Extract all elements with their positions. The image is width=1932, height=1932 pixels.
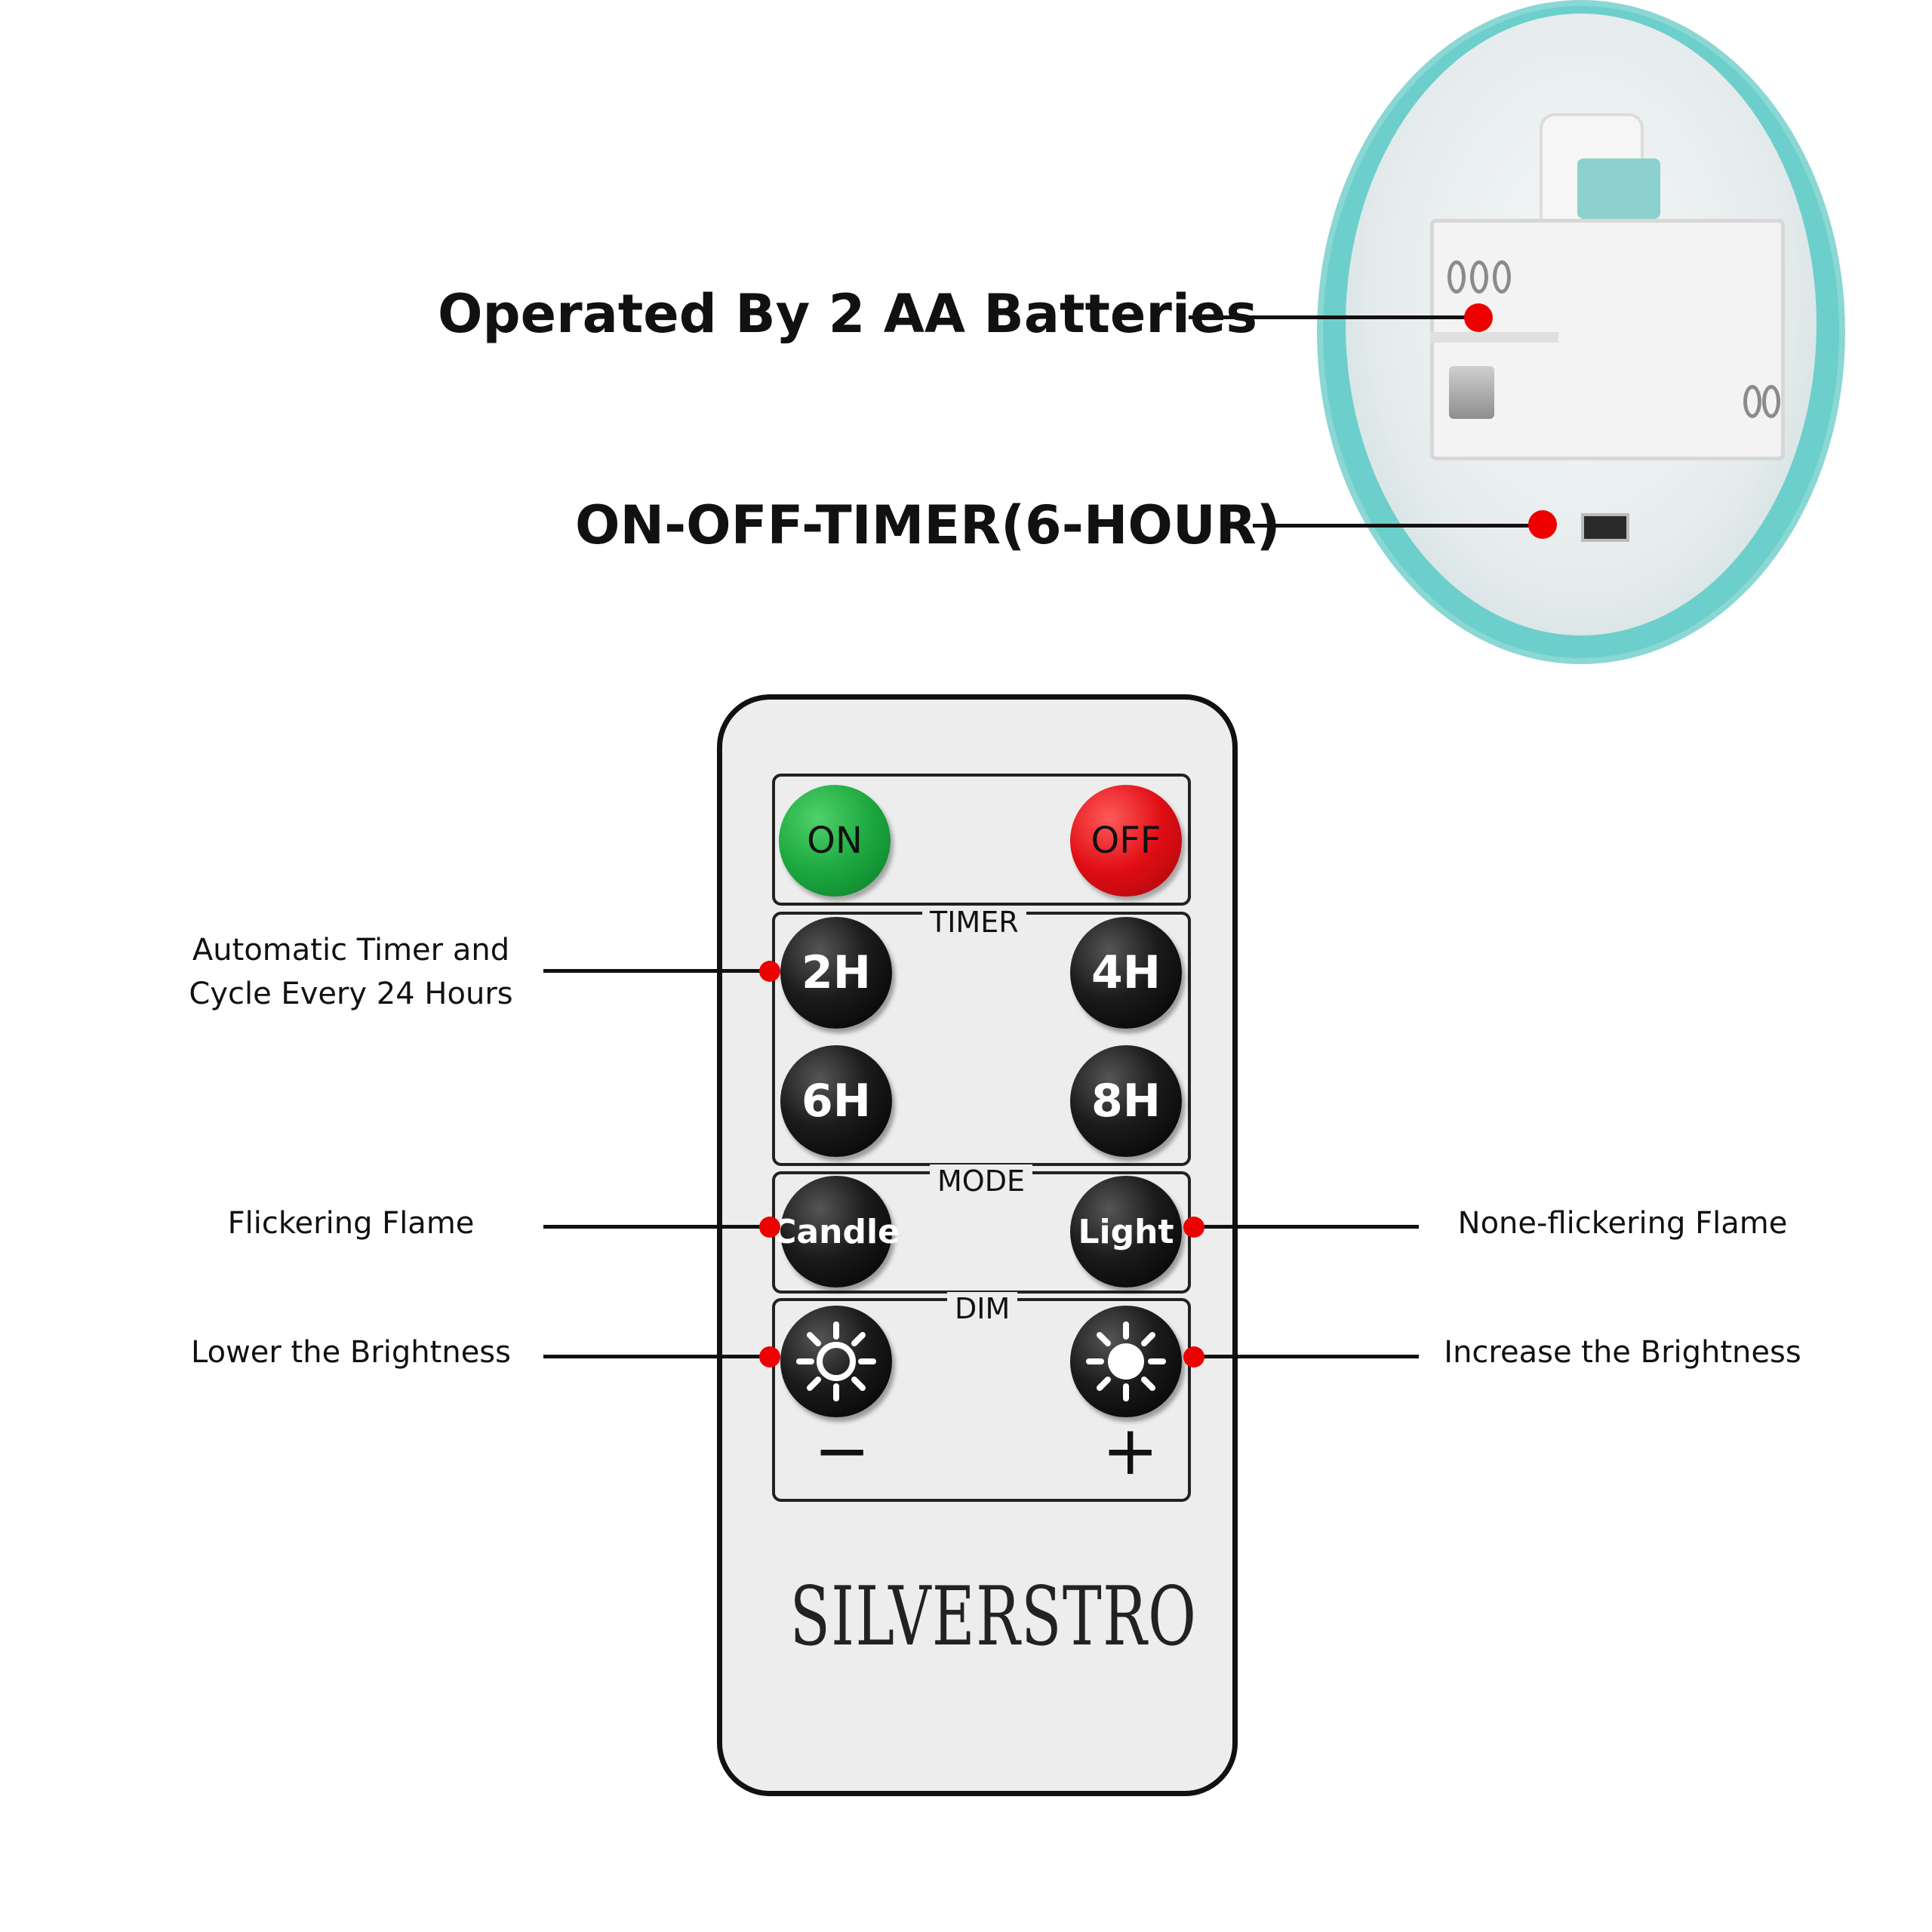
- timer-8h-button[interactable]: 8H: [1070, 1045, 1182, 1157]
- callout-line: [1192, 1225, 1419, 1229]
- battery-spring: [1447, 260, 1466, 294]
- callout-dot: [1528, 510, 1557, 539]
- brand-logo: SILVERSTRO: [789, 1570, 1198, 1664]
- battery-spring: [1743, 385, 1761, 418]
- callout-timer-line2: Cycle Every 24 Hours: [189, 977, 513, 1011]
- candle-button[interactable]: Candle: [772, 1176, 900, 1287]
- callout-dot: [1464, 303, 1493, 332]
- callout-dot: [759, 1217, 780, 1238]
- callout-line: [543, 969, 770, 973]
- dim-label: DIM: [947, 1292, 1018, 1325]
- mode-label: MODE: [930, 1164, 1032, 1198]
- minus-sign: −: [814, 1411, 871, 1491]
- callout-flickering: Flickering Flame: [227, 1206, 475, 1241]
- off-button[interactable]: OFF: [1070, 785, 1182, 897]
- callout-timer: Automatic Timer and Cycle Every 24 Hours: [185, 928, 517, 1016]
- sun-icon: [796, 1321, 876, 1401]
- battery-spring: [1470, 260, 1488, 294]
- timer-6h-button[interactable]: 6H: [780, 1045, 892, 1157]
- battery-spring: [1762, 385, 1780, 418]
- power-switch[interactable]: [1581, 513, 1629, 542]
- battery-contact-plate: [1449, 366, 1494, 419]
- plus-sign: +: [1102, 1411, 1159, 1491]
- callout-switch: ON-OFF-TIMER(6-HOUR): [575, 494, 1281, 556]
- timer-label: TIMER: [922, 906, 1026, 939]
- callout-dot: [759, 1346, 780, 1367]
- light-button[interactable]: Light: [1070, 1176, 1182, 1287]
- on-button[interactable]: ON: [779, 785, 891, 897]
- callout-dot: [1183, 1217, 1204, 1238]
- callout-line: [1253, 524, 1540, 528]
- callout-dot: [759, 961, 780, 982]
- callout-line: [543, 1355, 770, 1358]
- timer-2h-button[interactable]: 2H: [780, 917, 892, 1029]
- callout-line: [543, 1225, 770, 1229]
- callout-line: [1189, 315, 1472, 319]
- callout-line: [1192, 1355, 1419, 1358]
- compartment-tab-slot: [1577, 158, 1660, 219]
- sun-icon: [1086, 1321, 1166, 1401]
- callout-dot: [1183, 1346, 1204, 1367]
- battery-spring: [1493, 260, 1511, 294]
- callout-none-flickering: None-flickering Flame: [1457, 1206, 1788, 1241]
- callout-batteries: Operated By 2 AA Batteries: [438, 283, 1258, 345]
- battery-divider: [1430, 332, 1558, 343]
- dim-lower-button[interactable]: [780, 1306, 892, 1417]
- timer-4h-button[interactable]: 4H: [1070, 917, 1182, 1029]
- callout-increase: Increase the Brightness: [1444, 1335, 1801, 1370]
- callout-lower: Lower the Brightness: [191, 1335, 511, 1370]
- dim-increase-button[interactable]: [1070, 1306, 1182, 1417]
- callout-timer-line1: Automatic Timer and: [192, 933, 510, 968]
